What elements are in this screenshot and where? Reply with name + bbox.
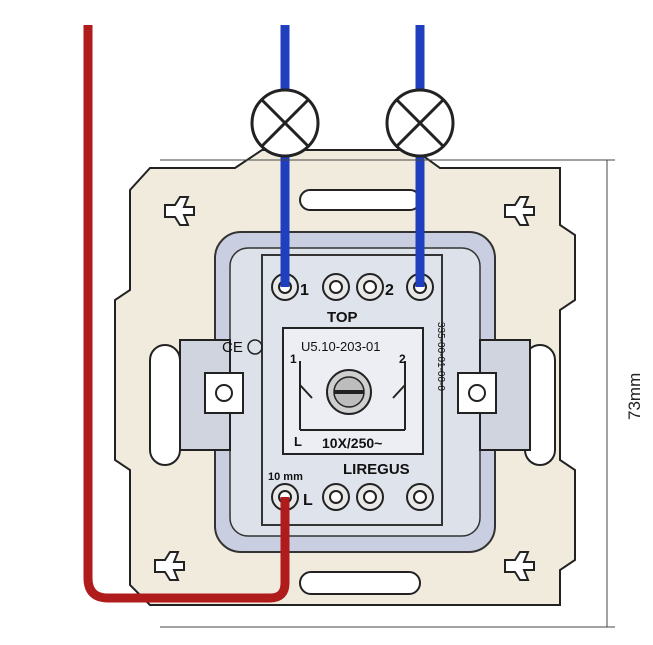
strip-length-label: 10 mm bbox=[268, 471, 303, 483]
screw-icon bbox=[326, 369, 372, 415]
terminal-screw-icon bbox=[215, 384, 233, 402]
top-label: TOP bbox=[327, 309, 358, 326]
circuit-label-1: 1 bbox=[290, 352, 297, 366]
screw-icon bbox=[504, 196, 535, 226]
brand-label: LIREGUS bbox=[343, 461, 410, 478]
live-wire bbox=[83, 25, 290, 603]
plate-slot bbox=[299, 189, 421, 211]
rating-label: 10X/250~ bbox=[322, 435, 382, 451]
circuit-label-2: 2 bbox=[399, 352, 406, 366]
terminal-screw-icon bbox=[468, 384, 486, 402]
screw-icon bbox=[504, 551, 535, 581]
dimension-label: 73mm bbox=[625, 373, 644, 420]
plate-slot bbox=[149, 344, 181, 466]
approval-mark-icon bbox=[247, 339, 263, 355]
terminal-label-2: 2 bbox=[385, 282, 394, 299]
lamp-icon bbox=[385, 88, 455, 158]
terminal-label-1: 1 bbox=[300, 282, 309, 299]
ce-mark: CE bbox=[222, 339, 243, 356]
screw-icon bbox=[164, 196, 195, 226]
circuit-label-l: L bbox=[294, 434, 302, 449]
plate-slot bbox=[299, 571, 421, 595]
terminal-label-l: L bbox=[303, 492, 313, 509]
switch-contact-icon bbox=[299, 384, 406, 399]
lamp-icon bbox=[250, 88, 320, 158]
switch-module bbox=[179, 231, 531, 553]
side-code-label: 335-00-01-00-0 bbox=[435, 322, 446, 391]
screw-icon bbox=[154, 551, 185, 581]
dimension-indicator bbox=[160, 159, 615, 628]
model-label: U5.10-203-01 bbox=[301, 339, 381, 354]
